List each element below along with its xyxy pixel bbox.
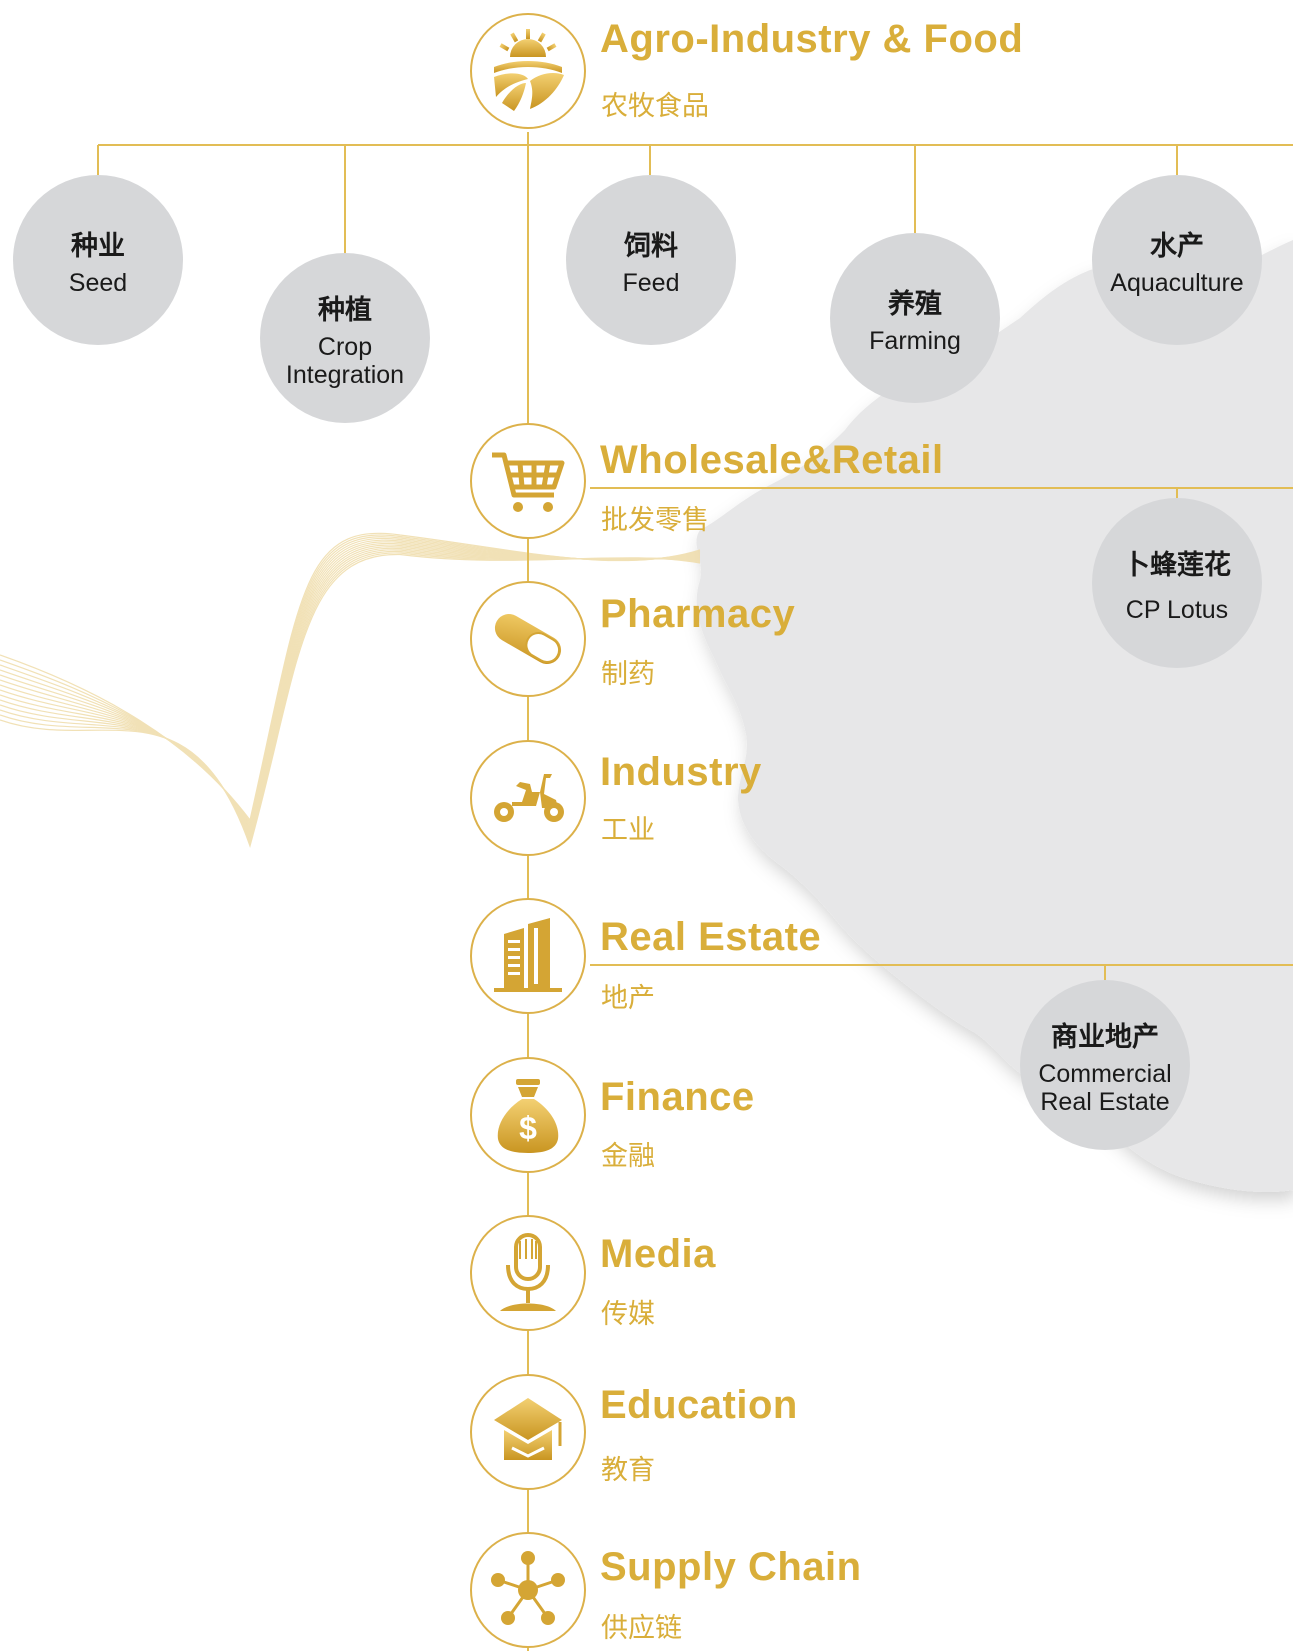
sub-bubble-seed: 种业 Seed (13, 175, 183, 345)
shopping-cart-icon (492, 452, 565, 512)
hub-pharmacy (470, 581, 586, 697)
sub-bubble-cn: 种业 (71, 230, 125, 262)
sunrise-field-icon (494, 29, 564, 111)
sector-cn-pharmacy: 制药 (601, 659, 655, 690)
hub-industry (470, 740, 586, 856)
sector-cn-real-estate: 地产 (601, 983, 655, 1014)
connector-lines (97, 132, 1293, 1651)
sub-bubble-en: Aquaculture (1110, 268, 1244, 297)
scooter-icon (494, 774, 564, 822)
sector-title-industry: Industry (600, 750, 762, 794)
map-silhouette (696, 240, 1293, 1192)
sub-bubble-en: Seed (68, 268, 128, 297)
sub-bubble-farming: 养殖 Farming (830, 233, 1000, 403)
sector-cn-education: 教育 (601, 1455, 655, 1486)
sector-cn-retail: 批发零售 (601, 505, 709, 536)
hub-supply-chain (470, 1532, 586, 1648)
hub-real-estate (470, 898, 586, 1014)
sector-title-agro: Agro-Industry & Food (600, 17, 1024, 61)
hub-agro (470, 13, 586, 129)
sector-cn-agro: 农牧食品 (601, 91, 709, 122)
sub-bubble-en: Crop Integration (285, 332, 405, 389)
sector-title-media: Media (600, 1232, 716, 1276)
sub-bubble-en: Feed (622, 268, 680, 297)
hub-media (470, 1215, 586, 1331)
building-icon (494, 918, 562, 992)
sector-title-education: Education (600, 1383, 798, 1427)
decorative-wave-lines (0, 532, 701, 849)
sector-cn-finance: 金融 (601, 1141, 655, 1172)
sub-bubble-crop-integration: 种植 Crop Integration (260, 253, 430, 423)
sector-title-retail: Wholesale&Retail (600, 438, 944, 482)
sector-title-pharmacy: Pharmacy (600, 592, 796, 636)
hub-retail (470, 423, 586, 539)
sub-bubble-en: Commercial Real Estate (1038, 1059, 1172, 1116)
money-bag-icon: $ (497, 1079, 559, 1153)
sector-title-supply-chain: Supply Chain (600, 1545, 862, 1589)
sector-cn-industry: 工业 (601, 815, 655, 846)
sector-cn-supply-chain: 供应链 (601, 1613, 682, 1644)
hub-education (470, 1374, 586, 1490)
pill-capsule-icon (494, 614, 562, 664)
sector-title-real-estate: Real Estate (600, 915, 822, 959)
microphone-icon (500, 1233, 556, 1311)
network-nodes-icon (491, 1551, 565, 1625)
sub-bubble-en: CP Lotus (1125, 595, 1229, 624)
hub-finance: $ (470, 1057, 586, 1173)
sector-cn-media: 传媒 (601, 1299, 655, 1330)
sub-bubble-cn: 养殖 (888, 288, 942, 320)
graduation-cap-icon (494, 1398, 562, 1460)
sub-bubble-en: Farming (869, 326, 961, 355)
sub-bubble-cn: 商业地产 (1051, 1021, 1159, 1053)
sector-title-finance: Finance (600, 1075, 755, 1119)
sub-bubble-cn: 水产 (1150, 230, 1204, 262)
sub-bubble-cn: 卜蜂莲花 (1123, 549, 1231, 581)
sub-bubble-cp-lotus: 卜蜂莲花 CP Lotus (1092, 498, 1262, 668)
svg-text:$: $ (519, 1110, 537, 1146)
sub-bubble-feed: 饲料 Feed (566, 175, 736, 345)
sub-bubble-cn: 饲料 (624, 230, 678, 262)
sub-bubble-commercial-real-estate: 商业地产 Commercial Real Estate (1020, 980, 1190, 1150)
sub-bubble-aquaculture: 水产 Aquaculture (1092, 175, 1262, 345)
sub-bubble-cn: 种植 (318, 294, 372, 326)
